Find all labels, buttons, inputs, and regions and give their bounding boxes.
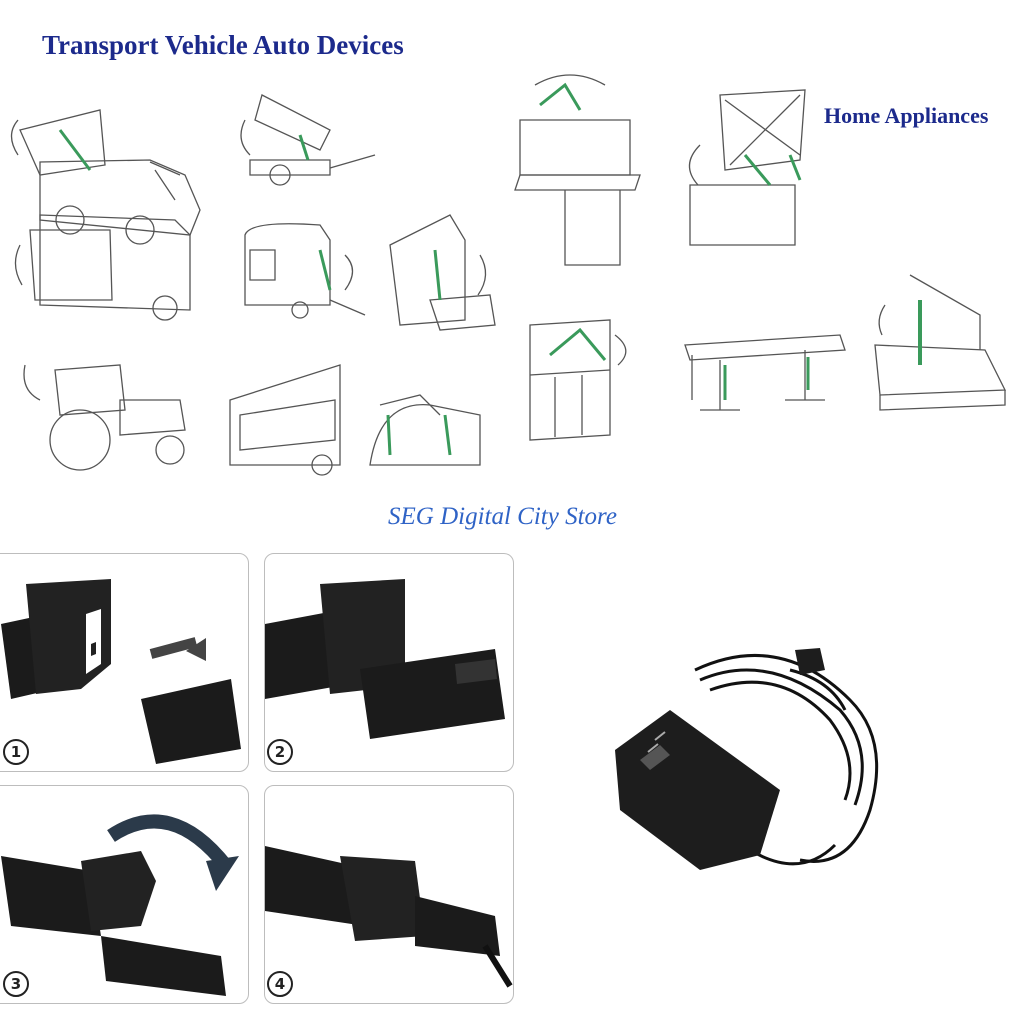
- step-panel-1: 1: [0, 553, 249, 772]
- rear-door-ramp-illustration: [389, 214, 496, 331]
- adjustable-table-illustration: [684, 334, 846, 411]
- car-tailgate-illustration: [369, 394, 481, 466]
- home-appliances-heading: Home Appliances: [824, 103, 989, 128]
- step-panel-4: 4: [264, 785, 514, 1004]
- coach-luggage-illustration: [229, 364, 341, 476]
- storage-box-illustration: [874, 274, 1007, 411]
- transport-heading: Transport Vehicle Auto Devices: [42, 30, 404, 60]
- bus-illustration: [14, 214, 191, 321]
- connector-step-3-illustration: [1, 814, 239, 996]
- connector-step-4-illustration: [265, 846, 513, 988]
- caravan-illustration: [244, 223, 366, 319]
- step-panel-3: 3: [0, 785, 249, 1004]
- tractor-illustration: [23, 364, 186, 471]
- step-number-3: 3: [3, 971, 29, 997]
- step-number-4: 4: [267, 971, 293, 997]
- food-truck-illustration: [10, 109, 201, 245]
- store-watermark: SEG Digital City Store: [388, 503, 617, 530]
- lidded-cabinet-illustration: [688, 89, 806, 246]
- connector-step-2-illustration: [265, 579, 505, 739]
- step-number-1: 1: [3, 739, 29, 765]
- connector-step-1-illustration: [1, 579, 241, 764]
- step-panel-2: 2: [264, 553, 514, 772]
- home-appliance-illustrations: [514, 74, 1007, 441]
- step-number-2: 2: [267, 739, 293, 765]
- trailer-illustration: [240, 94, 376, 186]
- power-adapter-photo: [615, 648, 879, 870]
- workbench-illustration: [514, 74, 641, 266]
- wall-cabinet-illustration: [529, 319, 627, 441]
- transport-illustrations: [10, 94, 496, 476]
